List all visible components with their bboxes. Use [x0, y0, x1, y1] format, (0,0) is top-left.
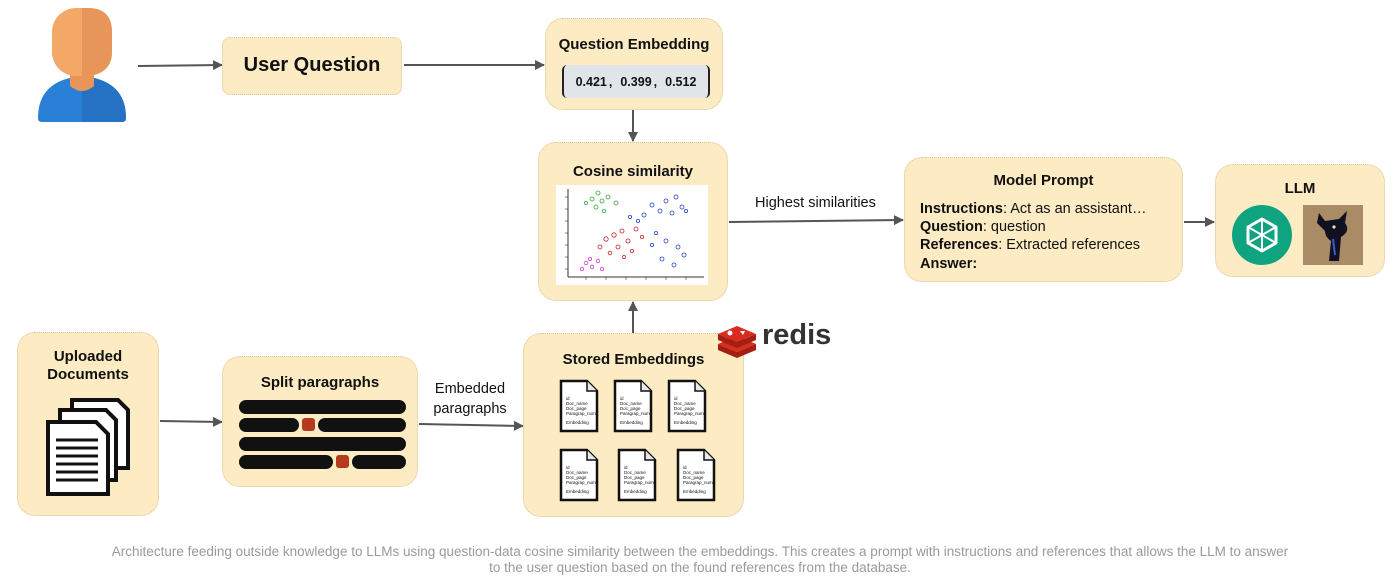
card-field-id: id [624, 465, 628, 470]
arrow-uploaded-to-split [159, 416, 223, 427]
card-field-embedding: Embedding [624, 489, 647, 494]
prompt-question-label: Question [920, 219, 983, 235]
paragraph-bar [352, 455, 406, 469]
card-field-id: id [674, 396, 678, 401]
paragraph-bar [239, 437, 406, 451]
embedded-label-line1: Embedded [434, 381, 506, 397]
document-card-icon [613, 379, 653, 433]
card-field-embedding: Embedding [683, 489, 706, 494]
prompt-references-label: References [920, 237, 999, 253]
document-card-icon [559, 448, 599, 502]
card-field-paragraph-num: Paragrap_num [683, 480, 713, 485]
prompt-instructions-label: Instructions [920, 201, 1003, 217]
redis-logo [718, 326, 756, 358]
caption-line1: Architecture feeding outside knowledge t… [111, 544, 1289, 559]
card-field-embedding: Embedding [620, 420, 643, 425]
prompt-answer-line: Answer: [920, 256, 977, 272]
embedded-label-line2: paragraphs [433, 401, 507, 417]
prompt-instructions-line: Instructions: Act as an assistant… [920, 201, 1146, 217]
llm-title: LLM [1284, 180, 1316, 197]
paragraph-break-marker [302, 418, 315, 431]
prompt-instructions-value: : Act as an assistant… [1002, 201, 1147, 217]
paragraph-bar [239, 455, 333, 469]
embedding-value-2: 0.399 [620, 74, 652, 89]
prompt-question-line: Question: question [920, 219, 1046, 235]
model-prompt-box: Model Prompt [904, 157, 1183, 282]
arrow-cosine-to-prompt [728, 215, 904, 226]
embedding-separator: , [653, 74, 658, 89]
prompt-question-value: : question [982, 219, 1046, 235]
stored-embeddings-title: Stored Embeddings [562, 351, 705, 368]
paragraph-bar [239, 400, 406, 414]
document-card-icon [667, 379, 707, 433]
card-field-embedding: Embedding [566, 420, 589, 425]
card-field-embedding: Embedding [674, 420, 697, 425]
card-field-paragraph-num: Paragrap_num [566, 480, 596, 485]
card-field-doc-page: Doc_page [683, 475, 704, 480]
user-icon [38, 8, 126, 122]
model-prompt-title: Model Prompt [993, 172, 1094, 189]
document-card-icon [559, 379, 599, 433]
embedding-vector: 0.421 , 0.399 , 0.512 [562, 65, 710, 98]
card-field-doc-name: Doc_name [683, 470, 705, 475]
card-field-id: id [620, 396, 624, 401]
card-field-paragraph-num: Paragrap_num [624, 480, 654, 485]
card-field-paragraph-num: Paragrap_num [566, 411, 596, 416]
redis-wordmark: redis [762, 319, 832, 351]
user-question-box: User Question [222, 37, 402, 95]
card-field-doc-page: Doc_page [566, 406, 587, 411]
embedding-separator: , [608, 74, 613, 89]
card-field-id: id [566, 465, 570, 470]
arrow-split-to-stored [418, 420, 524, 431]
uploaded-title-line1: Uploaded [53, 348, 123, 365]
card-field-embedding: Embedding [566, 489, 589, 494]
card-field-doc-page: Doc_page [566, 475, 587, 480]
document-card-icon [617, 448, 657, 502]
embedding-value-3: 0.512 [665, 74, 697, 89]
embedded-paragraphs-label: Embedded paragraphs [424, 379, 516, 419]
card-field-doc-page: Doc_page [624, 475, 645, 480]
scatter-plot-icon [556, 185, 708, 285]
prompt-answer-label: Answer: [920, 256, 978, 272]
card-field-doc-name: Doc_name [620, 401, 642, 406]
card-field-doc-name: Doc_name [566, 470, 588, 475]
prompt-references-value: : Extracted references [998, 237, 1141, 253]
openai-icon [1232, 205, 1292, 265]
card-field-id: id [566, 396, 570, 401]
uploaded-title-line2: Documents [47, 366, 129, 383]
split-paragraphs-title: Split paragraphs [260, 374, 380, 391]
card-field-doc-name: Doc_name [566, 401, 588, 406]
embedding-value-1: 0.421 [575, 74, 607, 89]
caption-line2: to the user question based on the found … [489, 560, 911, 575]
paragraph-bar [239, 418, 299, 432]
document-card-icon [676, 448, 716, 502]
card-field-paragraph-num: Paragrap_num [674, 411, 704, 416]
card-field-paragraph-num: Paragrap_num [620, 411, 650, 416]
prompt-references-line: References: Extracted references [920, 237, 1140, 253]
card-field-doc-page: Doc_page [674, 406, 695, 411]
highest-similarities-label: Highest similarities [755, 195, 876, 211]
user-question-label: User Question [243, 54, 381, 76]
arrow-user-to-question [137, 60, 223, 71]
figure-caption: Architecture feeding outside knowledge t… [40, 544, 1360, 576]
card-field-doc-name: Doc_name [674, 401, 696, 406]
paragraph-bar [318, 418, 406, 432]
documents-icon [46, 398, 130, 496]
paragraph-break-marker [336, 455, 349, 468]
card-field-id: id [683, 465, 687, 470]
card-field-doc-name: Doc_name [624, 470, 646, 475]
card-field-doc-page: Doc_page [620, 406, 641, 411]
llama-icon [1303, 205, 1363, 265]
cosine-similarity-title: Cosine similarity [572, 163, 694, 180]
question-embedding-title: Question Embedding [558, 36, 710, 53]
